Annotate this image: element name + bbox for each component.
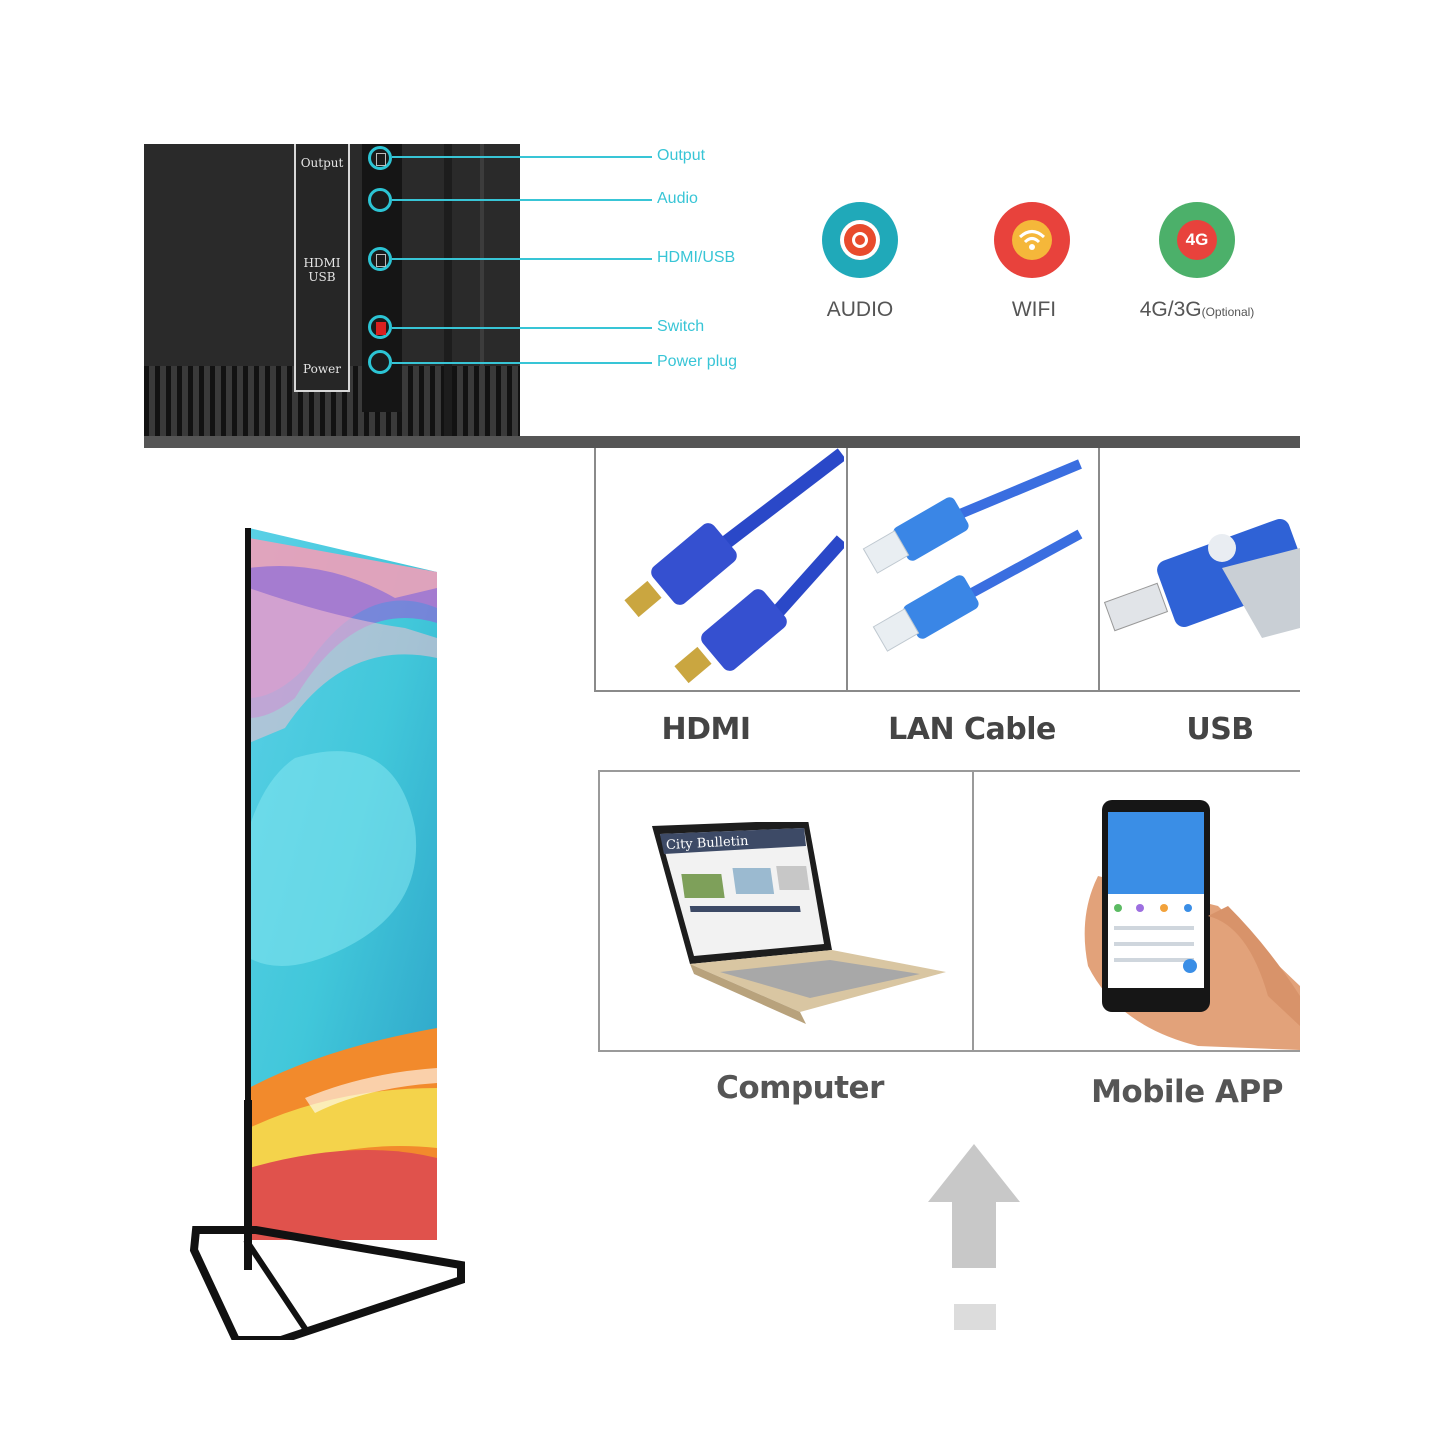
plate-label-output: Output: [300, 156, 344, 170]
plate-label-power: Power: [303, 362, 341, 376]
poster-display-screen: [245, 528, 437, 1240]
audio-port-icon: [368, 188, 392, 212]
callout-label-power-plug: Power plug: [657, 353, 738, 370]
feature-label-audio: AUDIO: [826, 298, 894, 321]
callout-label-hdmi-usb: HDMI/USB: [657, 249, 736, 266]
wifi-icon: [994, 202, 1070, 278]
callout-label-switch: Switch: [657, 318, 705, 335]
hdmi-usb-port-icon: [368, 247, 392, 271]
feature-label-wifi: WIFI: [1011, 298, 1057, 321]
callout-label-output: Output: [657, 147, 706, 164]
cable-label-lan: LAN Cable: [888, 712, 1056, 747]
cable-label-usb: USB: [1186, 712, 1254, 747]
poster-stand: [189, 1100, 465, 1340]
plate-label-hdmi-usb: HDMI USB: [303, 256, 341, 284]
laptop-icon: City Bulletin: [650, 822, 950, 1028]
usb-drive-icon: [1103, 518, 1300, 638]
callout-line-audio: [392, 199, 652, 201]
arrow-up-icon: [928, 1144, 1020, 1330]
lan-cable-icon: [862, 459, 1083, 652]
output-port-icon: [368, 146, 392, 170]
cable-options-box: [594, 448, 1300, 692]
audio-icon: [822, 202, 898, 278]
callout-line-output: [392, 156, 652, 158]
panel-rail: [444, 144, 452, 436]
label-plate: Output HDMI USB Power: [294, 144, 350, 392]
smartphone-icon: [1084, 800, 1300, 1050]
port-strip: [362, 144, 402, 412]
callout-label-audio: Audio: [657, 190, 698, 207]
back-panel-photo: Output HDMI USB Power: [144, 144, 520, 436]
device-label-computer: Computer: [716, 1070, 884, 1106]
cable-label-hdmi: HDMI: [661, 712, 751, 747]
hdmi-cable-icon: [624, 448, 844, 684]
callout-line-switch: [392, 327, 652, 329]
network-4g-icon: 4G: [1159, 202, 1235, 278]
device-label-mobile-app: Mobile APP: [1091, 1074, 1283, 1110]
callout-line-hdmi-usb: [392, 258, 652, 260]
callout-line-power-plug: [392, 362, 652, 364]
device-options-box: City Bulletin: [598, 770, 1300, 1052]
feature-label-4g-3g: 4G/3G(Optional): [1139, 298, 1255, 321]
panel-rail: [480, 144, 484, 436]
switch-port-icon: [368, 315, 392, 339]
panel-divider: [144, 436, 1300, 448]
network-4g-icon-text: 4G: [1185, 230, 1209, 249]
power-plug-port-icon: [368, 350, 392, 374]
